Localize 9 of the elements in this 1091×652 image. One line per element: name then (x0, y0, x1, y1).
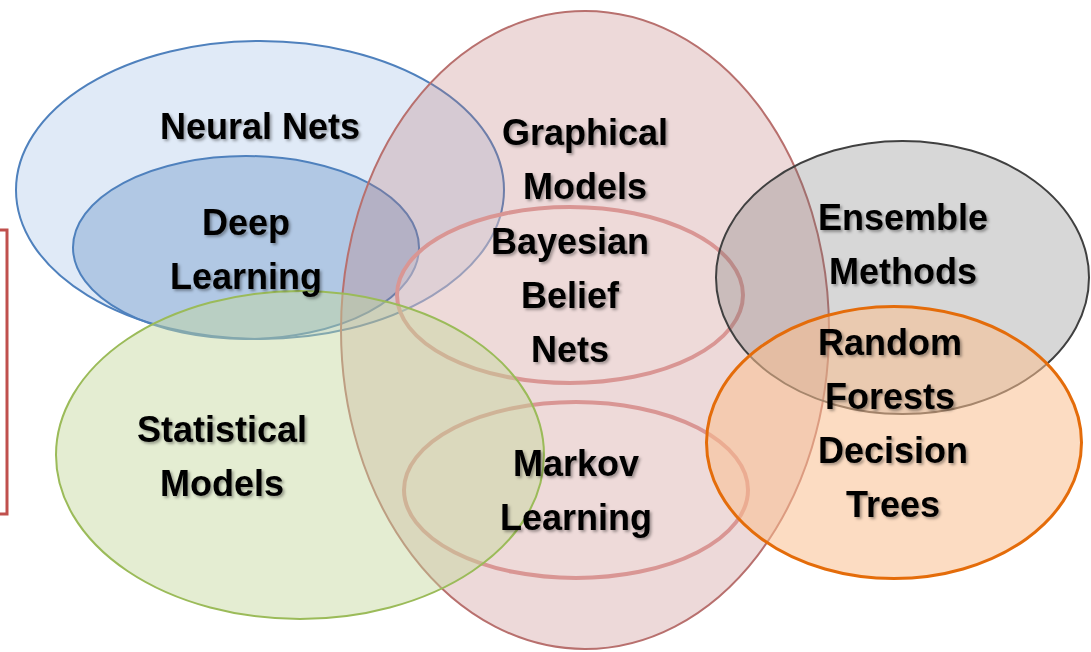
category-label: Neural Nets (158, 105, 362, 149)
category-label: Deep Learning (169, 201, 323, 299)
category-label: Decision Trees (816, 429, 969, 527)
category-label: Graphical Models (500, 111, 670, 209)
category-label: Ensemble Methods (816, 196, 990, 294)
category-label: Statistical Models (135, 408, 309, 506)
category-label: Bayesian Belief Nets (489, 220, 651, 372)
category-label: Markov Learning (499, 442, 653, 540)
overlap-label: Random Forests (817, 321, 963, 419)
